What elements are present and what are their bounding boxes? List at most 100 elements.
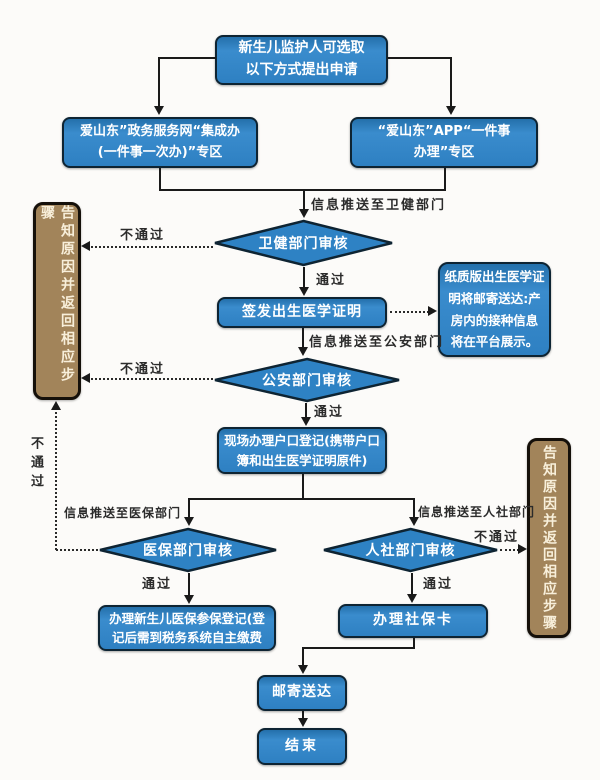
connector-card-elbow-h xyxy=(302,647,415,649)
decision-social-affairs-review: 人社部门审核 xyxy=(322,527,499,573)
decision-police-department-review: 公安部门审核 xyxy=(213,357,401,403)
label-fail-health: 不通过 xyxy=(120,228,166,243)
node-mail-label: 邮寄送达 xyxy=(272,684,332,701)
node-social-card-label: 办理社保卡 xyxy=(373,612,453,629)
arrowhead-to-mail xyxy=(298,665,308,674)
note-line4: 将在平台展示。 xyxy=(450,334,539,350)
arrowhead-to-med-reg xyxy=(184,595,194,604)
diamond-shape xyxy=(323,527,498,573)
return-left-label: 告知原因并返回相应步骤 xyxy=(39,205,75,385)
node-portal-app: “爱山东”APP“一件事 办理”专区 xyxy=(350,117,538,168)
connector-social-pass xyxy=(411,573,413,597)
dotted-social-fail xyxy=(500,549,523,551)
arrowhead-cert-note xyxy=(428,306,437,316)
diamond-shape xyxy=(214,357,400,403)
connector-police-pass xyxy=(305,403,307,420)
dotted-medical-fail-v xyxy=(55,408,57,550)
dotted-medical-fail-h xyxy=(56,549,98,551)
label-pass-police: 通过 xyxy=(314,405,345,420)
arrowhead-to-household xyxy=(301,417,311,426)
node-portal-web: 爱山东”政务服务网“集成办 (一件事一次办)”专区 xyxy=(62,117,258,168)
diamond-shape xyxy=(214,219,393,267)
node-portal-web-line1: 爱山东”政务服务网“集成办 xyxy=(79,124,241,140)
connector-start-right-h xyxy=(387,57,451,59)
node-household-line2: 簿和出生医学证明原件) xyxy=(236,452,368,468)
diamond-shape xyxy=(99,527,277,573)
connector-portal-app-down xyxy=(444,168,446,191)
connector-start-right-v xyxy=(450,57,452,106)
connector-health-pass xyxy=(303,267,305,289)
connector-split-h xyxy=(188,498,414,500)
label-pass-social: 通过 xyxy=(423,577,454,592)
dotted-health-fail xyxy=(86,246,213,248)
decision-health-department-review: 卫健部门审核 xyxy=(213,219,394,267)
label-push-social: 信息推送至人社部门 xyxy=(418,505,536,519)
note-paper-certificate: 纸质版出生医学证 明将邮寄送达:产 房内的接种信息 将在平台展示。 xyxy=(438,262,551,357)
node-portal-web-line2: (一件事一次办)”专区 xyxy=(97,144,223,160)
label-pass-medical: 通过 xyxy=(142,577,173,592)
label-pass-health: 通过 xyxy=(316,273,347,288)
arrowhead-to-social-card xyxy=(407,594,417,603)
arrowhead-to-medical-review xyxy=(184,517,194,526)
label-fail-social: 不通过 xyxy=(474,530,520,545)
node-end-label: 结束 xyxy=(285,737,319,754)
dotted-cert-note-link xyxy=(390,311,429,313)
decision-medical-insurance-review: 医保部门审核 xyxy=(98,527,278,573)
label-fail-police: 不通过 xyxy=(120,362,166,377)
connector-mail-down xyxy=(302,711,304,722)
node-mail-delivery: 邮寄送达 xyxy=(257,675,347,711)
arrowhead-to-police-review xyxy=(298,347,308,356)
decision-social-label: 人社部门审核 xyxy=(365,543,456,559)
connector-start-left-h xyxy=(158,57,216,59)
node-portal-app-line2: 办理”专区 xyxy=(413,144,475,160)
arrowhead-to-portal-web xyxy=(154,106,164,115)
node-start-line1: 新生儿监护人可选取 xyxy=(238,40,365,57)
node-household-registration: 现场办理户口登记(携带户口 簿和出生医学证明原件) xyxy=(217,427,387,474)
node-start-line2: 以下方式提出申请 xyxy=(245,62,358,78)
node-end: 结束 xyxy=(257,728,347,765)
arrowhead-social-fail xyxy=(518,544,527,554)
node-social-security-card: 办理社保卡 xyxy=(338,604,488,638)
arrowhead-to-social-review xyxy=(409,517,419,526)
label-fail-medical: 不通过 xyxy=(28,436,43,493)
connector-portal-web-down xyxy=(159,168,161,191)
node-med-reg-line2: 记后需到税务系统自主缴费 xyxy=(111,630,262,645)
decision-police-label: 公安部门审核 xyxy=(262,373,352,389)
arrowhead-to-end xyxy=(298,718,308,727)
label-push-medical: 信息推送至医保部门 xyxy=(64,506,182,520)
decision-health-label: 卫健部门审核 xyxy=(258,236,349,252)
connector-merge-down xyxy=(303,189,305,211)
label-push-police: 信息推送至公安部门 xyxy=(309,335,445,350)
connector-push-police xyxy=(302,328,304,350)
arrowhead-to-health-review xyxy=(299,209,309,218)
node-med-reg-line1: 办理新生儿医保参保登记(登 xyxy=(109,610,265,626)
dotted-police-fail xyxy=(86,378,213,380)
node-issue-cert: 签发出生医学证明 xyxy=(217,297,387,328)
arrowhead-police-fail xyxy=(81,373,90,383)
arrowhead-medical-fail xyxy=(51,401,61,410)
arrowhead-to-issue-cert xyxy=(299,287,309,296)
connector-card-down xyxy=(413,638,415,649)
return-steps-box-left: 告知原因并返回相应步骤 xyxy=(33,202,81,400)
connector-household-down xyxy=(302,474,304,500)
node-start: 新生儿监护人可选取 以下方式提出申请 xyxy=(215,35,388,85)
connector-start-left-v xyxy=(158,57,160,106)
connector-card-elbow-v xyxy=(302,647,304,668)
note-line1: 纸质版出生医学证 xyxy=(444,268,545,284)
connector-split-right-v xyxy=(413,498,415,520)
node-issue-cert-label: 签发出生医学证明 xyxy=(242,303,362,320)
connector-split-left-v xyxy=(188,498,190,520)
note-line3: 房内的接种信息 xyxy=(450,312,539,328)
arrowhead-to-portal-app xyxy=(446,106,456,115)
node-medical-insurance-registration: 办理新生儿医保参保登记(登 记后需到税务系统自主缴费 xyxy=(98,605,276,651)
note-line2: 明将邮寄送达:产 xyxy=(448,290,541,306)
node-portal-app-line1: “爱山东”APP“一件事 xyxy=(377,124,511,140)
node-household-line1: 现场办理户口登记(携带户口 xyxy=(224,433,380,449)
connector-medical-pass xyxy=(188,573,190,598)
return-steps-box-right: 告知原因并返回相应步骤 xyxy=(527,438,571,638)
label-push-health: 信息推送至卫健部门 xyxy=(311,198,447,213)
connector-merge-h xyxy=(159,189,446,191)
decision-medical-label: 医保部门审核 xyxy=(143,543,233,559)
arrowhead-health-fail xyxy=(81,241,90,251)
